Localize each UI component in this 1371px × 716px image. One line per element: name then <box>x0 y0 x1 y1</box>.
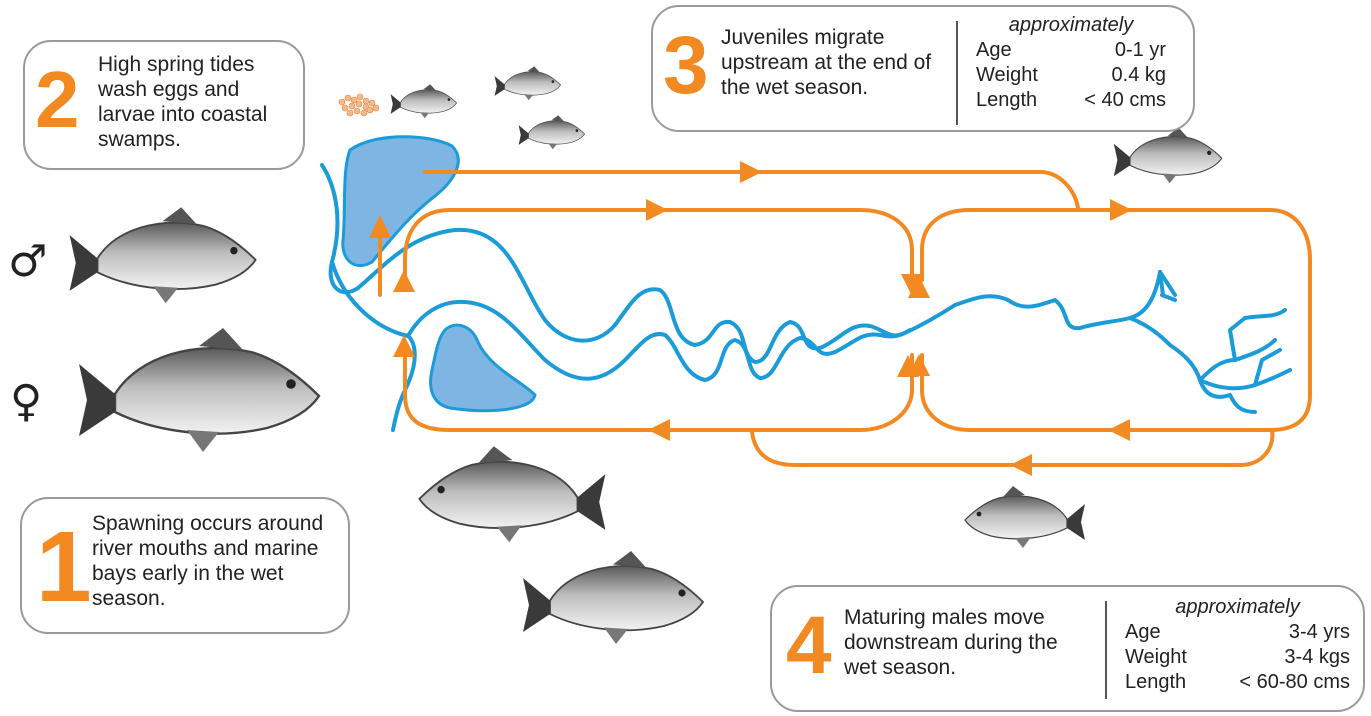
swamp-upper <box>343 137 458 266</box>
swamp-lower <box>431 325 535 411</box>
fish-juvenile-upstream <box>1114 128 1222 184</box>
stats-heading-3: approximately <box>976 13 1166 38</box>
step-text-3: Juveniles migrate upstream at the end of… <box>721 25 946 100</box>
stats-row-length-4: Length< 60-80 cms <box>1125 670 1350 695</box>
info-box-2: 2 High spring tides wash eggs and larvae… <box>23 40 305 170</box>
info-box-3: 3 Juveniles migrate upstream at the end … <box>651 5 1195 132</box>
step-number-3: 3 <box>663 25 709 107</box>
fish-migrating-2 <box>523 551 703 644</box>
female-symbol: ♀ <box>10 380 42 424</box>
info-box-1: 1 Spawning occurs around river mouths an… <box>20 497 350 634</box>
eggs-cluster <box>339 94 379 116</box>
stats-row-length-3: Length< 40 cms <box>976 88 1166 113</box>
stats-divider-4 <box>1105 601 1107 699</box>
fish-juvenile-2 <box>495 66 561 100</box>
male-symbol: ♂ <box>8 240 47 284</box>
step-number-4: 4 <box>786 605 832 687</box>
fish-male <box>70 207 256 303</box>
info-box-4: 4 Maturing males move downstream during … <box>770 585 1365 712</box>
stats-heading-4: approximately <box>1125 595 1350 620</box>
step-text-4: Maturing males move downstream during th… <box>844 605 1094 680</box>
fish-maturing-male <box>965 486 1085 548</box>
step-number-1: 1 <box>36 517 92 617</box>
step-number-2: 2 <box>35 60 80 140</box>
step-text-1: Spawning occurs around river mouths and … <box>92 511 347 611</box>
migration-paths <box>380 172 1310 465</box>
fish-migrating-1 <box>419 446 605 542</box>
stats-divider-3 <box>956 21 958 125</box>
fish-juvenile-1 <box>391 84 457 118</box>
fish-female <box>79 328 319 452</box>
step-text-2: High spring tides wash eggs and larvae i… <box>98 52 298 152</box>
fish-juvenile-3 <box>519 115 585 149</box>
